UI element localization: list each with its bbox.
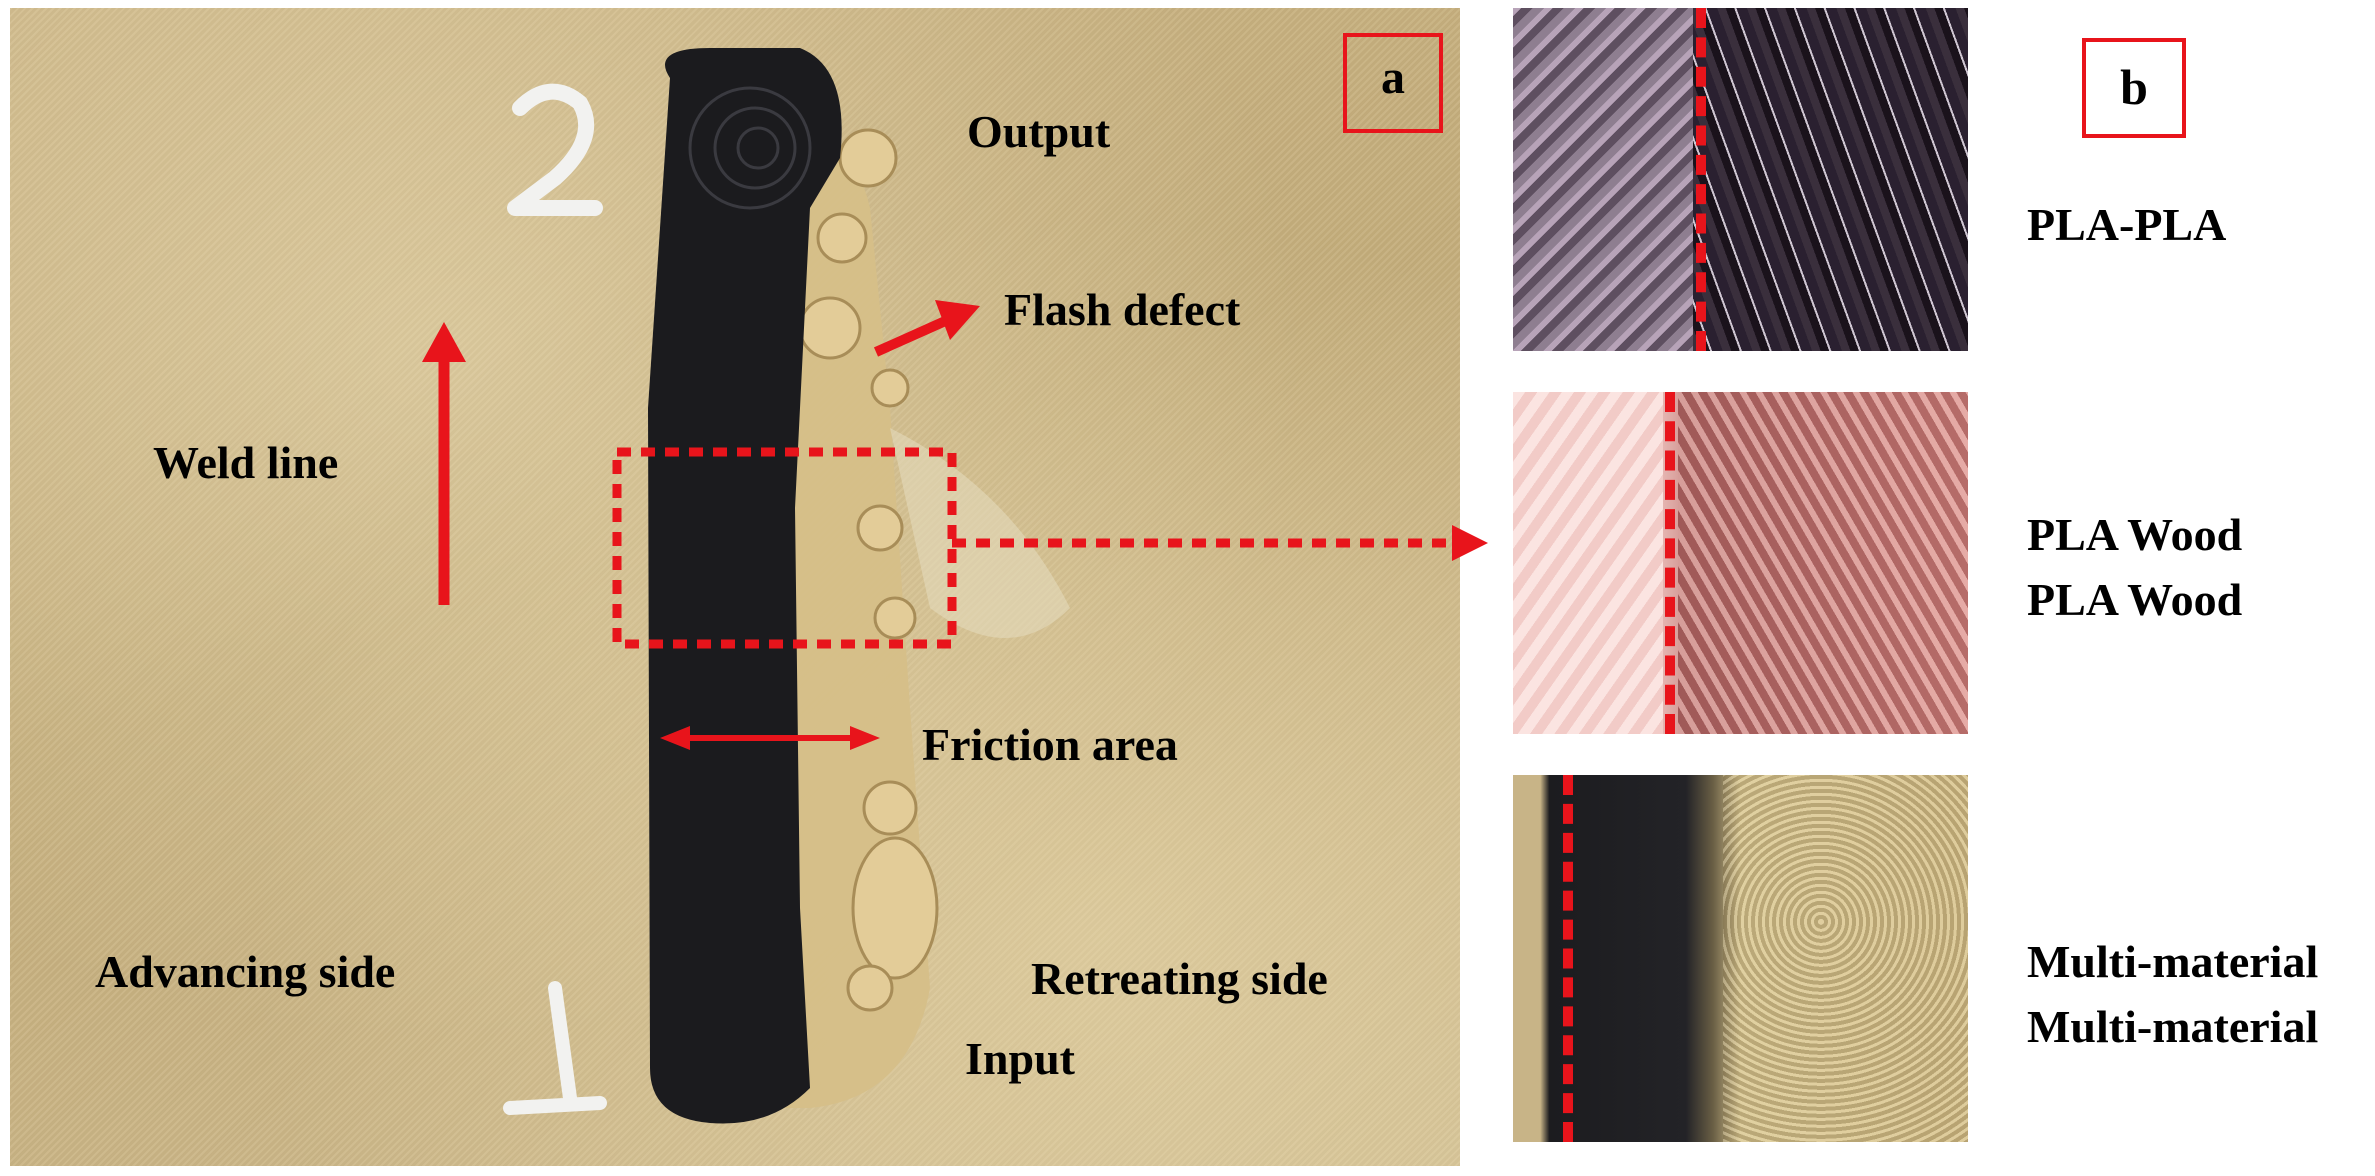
flash-defect-arrow <box>873 313 955 357</box>
inset-pla-wood-interface <box>1665 392 1675 734</box>
friction-arrowhead-right <box>850 726 880 750</box>
keyhole-swirl <box>688 86 812 210</box>
panel-a-tag: a <box>1381 51 1405 104</box>
handwritten-1 <box>503 981 607 1115</box>
weld-seam-illustration <box>503 48 1070 1124</box>
inset-pla-pla <box>1513 8 1968 351</box>
inset-pla-wood-weld-zone <box>1678 392 1968 734</box>
panel-b-tag: b <box>2120 59 2148 115</box>
welded-board-photo <box>10 8 1460 1166</box>
label-friction-area: Friction area <box>922 719 1178 770</box>
inset-pla-pla-interface <box>1696 8 1706 351</box>
label-weld-line: Weld line <box>153 437 339 488</box>
inset-multi-material-interface <box>1563 775 1573 1142</box>
smear <box>890 428 1070 638</box>
inset-label-pla-pla: PLA-PLA <box>2027 199 2227 250</box>
inset-label-pla-wood-1: PLA Wood <box>2027 509 2243 560</box>
label-flash-defect: Flash defect <box>1004 284 1241 335</box>
friction-arrowhead-left <box>660 726 690 750</box>
inset-pla-wood-base <box>1513 392 1663 734</box>
inset-label-multi-material-1: Multi-material <box>2027 936 2319 987</box>
label-retreating-side: Retreating side <box>1031 953 1328 1004</box>
weld-track <box>648 48 842 1124</box>
inset-pla-wood <box>1513 392 1968 734</box>
zoom-connector-arrowhead <box>1452 525 1488 561</box>
inset-label-pla-wood-2: PLA Wood <box>2027 574 2243 625</box>
label-advancing-side: Advancing side <box>95 946 396 997</box>
panel-b-tag-box <box>2082 38 2186 138</box>
inset-multi-material-wood-zone <box>1723 775 1968 1142</box>
handwritten-2 <box>507 83 603 216</box>
label-input: Input <box>965 1033 1075 1084</box>
label-output: Output <box>967 106 1111 157</box>
flash-defect-arrowhead <box>935 300 980 340</box>
inset-pla-pla-weld-zone <box>1693 8 1968 351</box>
panel-a-tag-box <box>1343 33 1443 133</box>
inset-label-multi-material-2: Multi-material <box>2027 1001 2319 1052</box>
inset-multi-material <box>1513 775 1968 1142</box>
zoom-region-box <box>612 447 957 649</box>
weld-direction-arrowhead <box>422 322 466 362</box>
